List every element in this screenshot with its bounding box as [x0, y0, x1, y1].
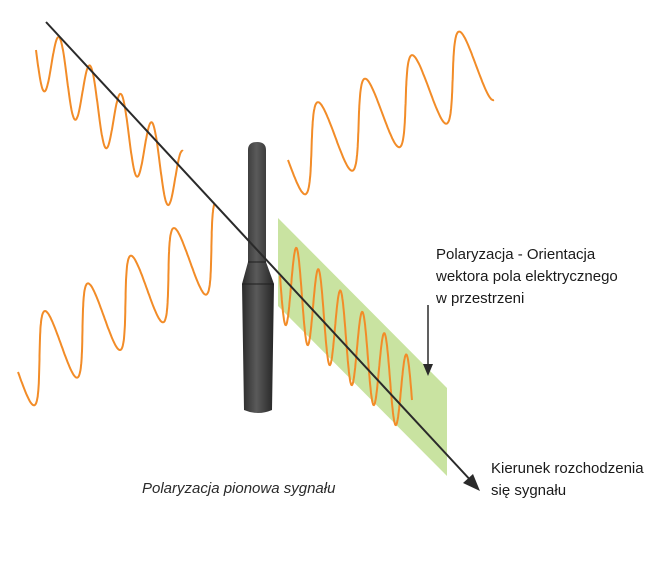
antenna-icon	[242, 142, 274, 413]
axis-arrowhead	[463, 474, 480, 491]
wave-lower-left	[17, 203, 216, 407]
wave-upper-left	[35, 35, 184, 207]
propagation-direction-label: Kierunek rozchodzenia się sygnału	[491, 458, 644, 502]
polarization-description: Polaryzacja - Orientacja wektora pola el…	[436, 244, 618, 310]
propagation-axis	[45, 21, 475, 485]
wave-vertical-polarized	[279, 246, 413, 427]
label-arrowhead	[423, 364, 433, 376]
polarization-line-3: w przestrzeni	[436, 290, 525, 307]
propagation-line-2: się sygnału	[491, 482, 567, 499]
polarization-line-1: Polaryzacja - Orientacja	[436, 246, 596, 263]
propagation-line-1: Kierunek rozchodzenia	[491, 460, 644, 477]
polarization-plane	[278, 218, 447, 476]
wave-group	[17, 30, 495, 427]
polarization-line-2: wektora pola elektrycznego	[436, 268, 618, 285]
diagram-caption: Polaryzacja pionowa sygnału	[142, 480, 336, 497]
wave-upper-right	[287, 30, 495, 196]
